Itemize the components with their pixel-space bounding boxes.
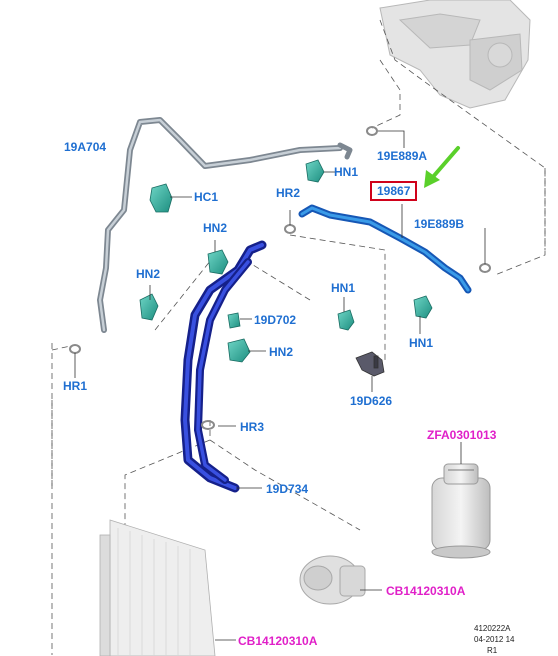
pointer-arrow — [424, 146, 460, 188]
label-HC1: HC1 — [194, 190, 219, 204]
label-19E889B: 19E889B — [414, 217, 465, 231]
hose-19D734 — [180, 240, 267, 493]
label-condenser-ref: CB14120310A — [238, 634, 318, 648]
nut-HN2-lower-shape — [227, 338, 251, 363]
label-19D626: 19D626 — [350, 394, 393, 408]
label-19D734: 19D734 — [266, 482, 309, 496]
label-19A704: 19A704 — [64, 140, 107, 154]
dashed-leader-lines — [51, 19, 546, 655]
nut-HN2-left-shape — [139, 293, 159, 321]
label-19D702: 19D702 — [254, 313, 297, 327]
highlighted-part-19867: 19867 — [370, 181, 418, 201]
label-HN1-mid: HN1 — [331, 281, 356, 295]
label-19E889A: 19E889A — [377, 149, 428, 163]
label-compressor-ref: CB14120310A — [386, 584, 466, 598]
label-HN2-lower: HN2 — [269, 345, 294, 359]
label-ZFA0301013: ZFA0301013 — [427, 428, 497, 442]
hvac-unit-illustration — [379, 0, 531, 109]
ring-19E889A-shape — [366, 126, 378, 136]
label-HN2-left: HN2 — [136, 267, 161, 281]
nut-HN2-upper-shape — [207, 249, 229, 275]
nut-HN1-top-shape — [305, 159, 325, 183]
refrigerant-cylinder-illustration — [431, 463, 491, 559]
solid-leaders — [74, 130, 486, 641]
label-HR1: HR1 — [63, 379, 88, 393]
liquid-line-19A704 — [97, 117, 353, 333]
footer-revision: R1 — [487, 646, 498, 655]
label-HR2: HR2 — [276, 186, 301, 200]
ring-HR3-shape — [201, 420, 215, 430]
label-HN1-right: HN1 — [409, 336, 434, 350]
condenser-illustration — [99, 519, 216, 656]
compressor-illustration — [299, 555, 366, 605]
fittings — [139, 159, 433, 363]
footer-date: 04-2012 14 — [474, 635, 515, 644]
nut-HN1-right-shape — [413, 295, 433, 319]
label-HN1-top: HN1 — [334, 165, 359, 179]
clip-HC1-shape — [149, 183, 173, 213]
suction-line-19867 — [298, 204, 472, 294]
ring-HR1-shape — [69, 344, 81, 354]
nut-HN1-mid-shape — [337, 309, 355, 331]
ring-19E889B-shape — [479, 263, 491, 273]
valve-19D702-shape — [227, 312, 241, 329]
label-HN2-upper: HN2 — [203, 221, 228, 235]
footer-drawing-number: 4120222A — [474, 624, 511, 633]
bracket-19D626-shape — [355, 351, 385, 377]
label-HR3: HR3 — [240, 420, 265, 434]
ring-HR2-shape — [284, 224, 296, 234]
